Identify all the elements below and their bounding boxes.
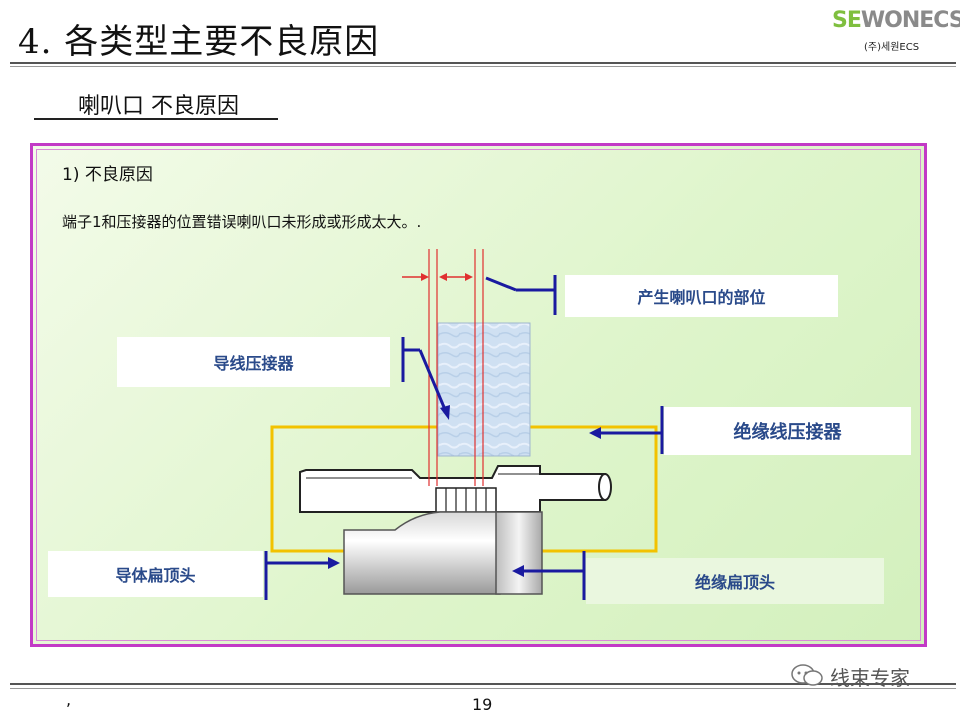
title-divider [10, 62, 956, 64]
label-conductor-crimper: 导线压接器 [117, 337, 390, 387]
logo-subtext: (주)세원ECS [864, 42, 920, 53]
page-number: 19 [472, 695, 493, 714]
cause-description: 端子1和压接器的位置错误喇叭口未形成或形成太大。. [62, 213, 422, 231]
watermark-text: 线束专家 [830, 666, 910, 690]
leader-arrows [264, 275, 664, 600]
subtitle-underline [34, 118, 278, 120]
footer-divider [10, 683, 956, 685]
label-insulation-crimper: 绝缘线压接器 [664, 407, 911, 455]
page-title: 4. 各类型主要不良原因 [18, 22, 380, 62]
insulation-anvil [495, 511, 543, 595]
guide-lines [402, 249, 484, 486]
company-logo: SEWONECS (주)세원ECS [832, 8, 960, 58]
logo-se: SE [832, 8, 862, 33]
label-conductor-flattening: 导体扁顶头 [48, 551, 263, 597]
label-bellmouth-location: 产生喇叭口的部位 [565, 275, 838, 317]
cause-heading: 1) 不良原因 [62, 165, 153, 185]
chat-bubble-icon [791, 664, 823, 686]
logo-wordmark: SEWONECS [832, 8, 960, 33]
conductor-anvil [343, 511, 501, 595]
panel-inner-border [36, 149, 921, 641]
watermark: 线束专家 [790, 662, 940, 690]
title-divider-thin [10, 66, 956, 67]
crimper-punch [437, 322, 531, 457]
footer-divider-thin [10, 688, 956, 689]
terminal [299, 465, 612, 513]
logo-rest: WONECS [860, 8, 960, 33]
section-subtitle: 喇叭口 不良原因 [78, 94, 239, 119]
label-insulation-flattening: 绝缘扁顶头 [586, 558, 884, 604]
footer-mark: , [66, 690, 72, 709]
